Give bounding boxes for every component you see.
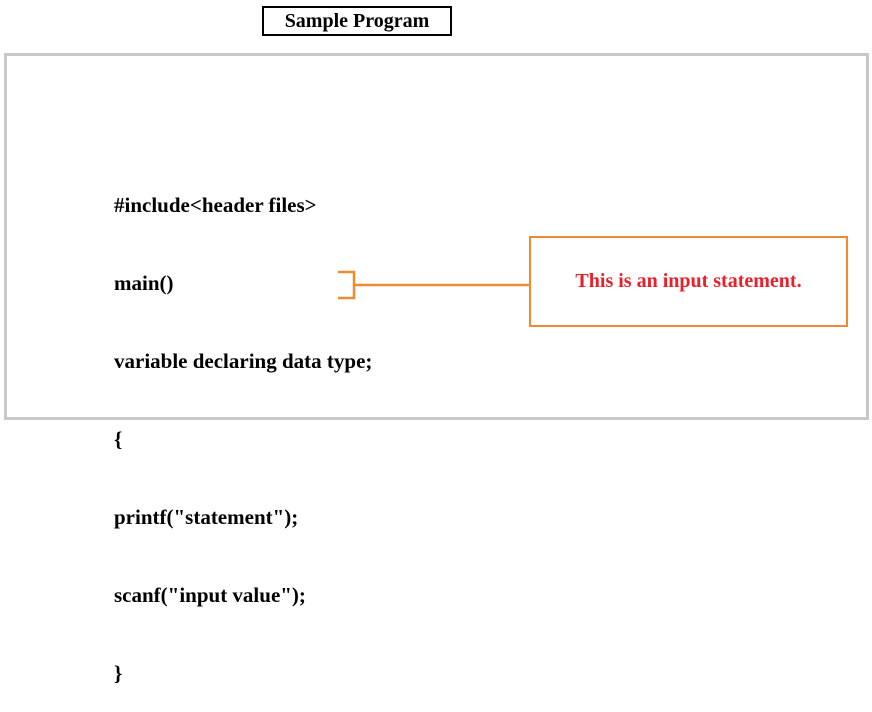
code-line-include: #include<header files> [114, 193, 317, 217]
code-line-close-brace: } [114, 661, 123, 685]
code-line-main: main() [114, 271, 174, 295]
callout-box: This is an input statement. [529, 236, 848, 327]
code-line-declaration: variable declaring data type; [114, 349, 373, 373]
code-line-open-brace: { [114, 427, 123, 451]
callout-text: This is an input statement. [575, 270, 802, 292]
code-line-printf: printf("statement"); [114, 505, 299, 529]
code-line-scanf: scanf("input value"); [114, 583, 306, 607]
diagram-title: Sample Program [262, 6, 452, 36]
code-block: #include<header files> main() variable d… [114, 140, 372, 712]
